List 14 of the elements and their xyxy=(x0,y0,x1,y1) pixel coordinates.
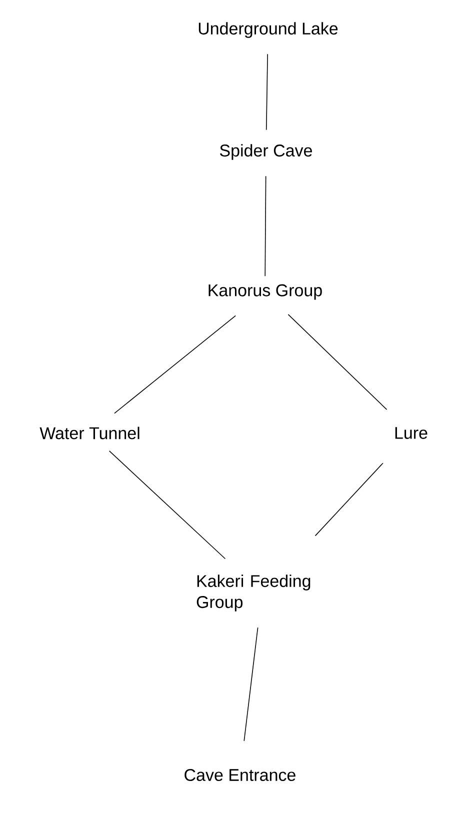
connector-line xyxy=(114,315,236,414)
node-label: Kanorus Group xyxy=(208,284,322,300)
connector-line xyxy=(314,462,384,536)
node-label: Cave Entrance xyxy=(184,768,296,782)
connector-line xyxy=(264,176,266,276)
node-label: Spider Cave xyxy=(220,144,312,160)
node-label: Underground Lake xyxy=(198,22,338,38)
connector-line xyxy=(108,450,226,560)
node-label: Kakeri Feeding Group xyxy=(196,574,310,612)
connector-line xyxy=(288,314,388,410)
connector-line xyxy=(266,54,268,130)
node-label: Water Tunnel xyxy=(40,426,140,440)
connector-line xyxy=(244,627,258,742)
node-label: Lure xyxy=(395,427,428,439)
